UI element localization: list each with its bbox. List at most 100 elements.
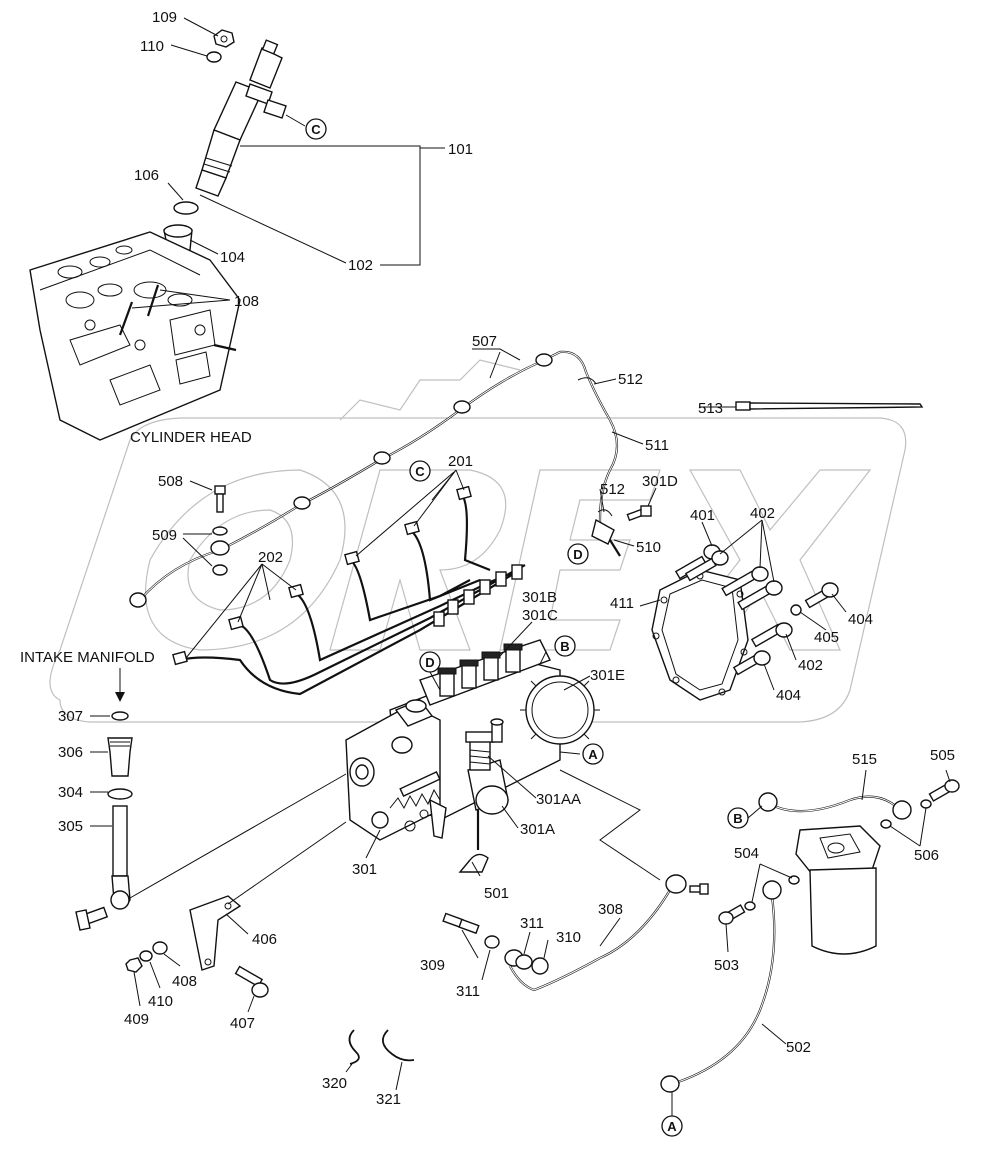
callout-a-pump: A: [582, 743, 604, 765]
label-405: 405: [814, 629, 839, 646]
svg-text:D: D: [573, 547, 582, 562]
callout-b-pump: B: [554, 635, 576, 657]
nut-109: [213, 29, 235, 48]
label-409: 409: [124, 1011, 149, 1028]
label-306: 306: [58, 744, 83, 761]
clips: [345, 1029, 415, 1091]
label-410: 410: [148, 993, 173, 1010]
callout-b-filter: B: [727, 807, 749, 829]
label-401: 401: [690, 507, 715, 524]
label-506: 506: [914, 847, 939, 864]
label-402-bottom: 402: [798, 657, 823, 674]
part-labels: 109 110 101 106 104 102 108 507 512 513 …: [58, 9, 955, 1108]
gasket-leaders: [639, 519, 847, 691]
label-110: 110: [140, 38, 164, 55]
label-404-bottom: 404: [776, 687, 801, 704]
label-406: 406: [252, 931, 277, 948]
injector-assembly: [163, 29, 287, 254]
label-301e: 301E: [590, 667, 625, 684]
svg-text:C: C: [311, 122, 321, 137]
label-202: 202: [258, 549, 283, 566]
intake-manifold-label: INTAKE MANIFOLD: [20, 649, 155, 666]
label-512-mid: 512: [600, 481, 625, 498]
label-108: 108: [234, 293, 259, 310]
label-301a: 301A: [520, 821, 555, 838]
label-513: 513: [698, 400, 723, 417]
label-512-top: 512: [618, 371, 643, 388]
label-503: 503: [714, 957, 739, 974]
svg-text:A: A: [588, 747, 598, 762]
filter-pipes: [660, 779, 960, 1093]
bracket-406: [125, 821, 347, 998]
label-507: 507: [472, 333, 497, 350]
label-307: 307: [58, 708, 83, 725]
fuel-filter: [795, 825, 881, 955]
label-511: 511: [645, 437, 669, 454]
label-301c: 301C: [522, 607, 558, 624]
label-505: 505: [930, 747, 955, 764]
label-502: 502: [786, 1039, 811, 1056]
pump-leaders: [365, 621, 661, 881]
callout-d-pump: D: [419, 651, 441, 673]
feed-leaders: [461, 917, 621, 981]
injection-pump: [345, 639, 600, 873]
label-305: 305: [58, 818, 83, 835]
label-308: 308: [598, 901, 623, 918]
intake-parts: [75, 668, 347, 931]
label-309: 309: [420, 957, 445, 974]
label-311-bottom: 311: [456, 983, 480, 1000]
injector-leaders: [167, 17, 445, 266]
label-109: 109: [152, 9, 177, 26]
injection-pipes: [172, 485, 526, 696]
label-504: 504: [734, 845, 759, 862]
intake-leaders: [90, 715, 112, 827]
filter-leaders: [725, 769, 951, 1045]
pipe-leaders: [185, 469, 465, 659]
label-321: 321: [376, 1091, 401, 1108]
cylinder-head-label: CYLINDER HEAD: [130, 429, 252, 446]
washer-110: [206, 51, 222, 63]
label-402-top: 402: [750, 505, 775, 522]
svg-text:A: A: [667, 1119, 677, 1134]
callout-a-filter: A: [661, 1115, 683, 1137]
label-311-top: 311: [520, 915, 544, 932]
label-310: 310: [556, 929, 581, 946]
label-104: 104: [220, 249, 245, 266]
label-301d: 301D: [642, 473, 678, 490]
label-301b: 301B: [522, 589, 557, 606]
callout-c-pipes: C: [409, 460, 431, 482]
svg-text:C: C: [415, 464, 425, 479]
cylinder-head: [29, 231, 241, 441]
label-101: 101: [448, 141, 473, 158]
svg-text:D: D: [425, 655, 434, 670]
oring-106: [173, 201, 199, 215]
label-515: 515: [852, 751, 877, 768]
label-408: 408: [172, 973, 197, 990]
label-301aa: 301AA: [536, 791, 581, 808]
label-320: 320: [322, 1075, 347, 1092]
label-301: 301: [352, 861, 377, 878]
label-509: 509: [152, 527, 177, 544]
label-201: 201: [448, 453, 473, 470]
callout-c-injector: C: [305, 118, 327, 140]
label-404-right: 404: [848, 611, 873, 628]
return-leaders: [182, 348, 736, 567]
svg-text:B: B: [733, 811, 742, 826]
label-411: 411: [610, 595, 634, 612]
label-304: 304: [58, 784, 83, 801]
watermark: [49, 359, 907, 723]
feed-pipe: [442, 874, 709, 992]
callout-d-tee: D: [567, 543, 589, 565]
label-106: 106: [134, 167, 159, 184]
gasket-bolts: [651, 544, 839, 701]
label-407: 407: [230, 1015, 255, 1032]
bracket-leaders: [133, 913, 255, 1013]
label-510: 510: [636, 539, 661, 556]
label-501: 501: [484, 885, 509, 902]
svg-text:B: B: [560, 639, 569, 654]
label-102: 102: [348, 257, 373, 274]
return-pipe: [129, 350, 924, 608]
label-508: 508: [158, 473, 183, 490]
